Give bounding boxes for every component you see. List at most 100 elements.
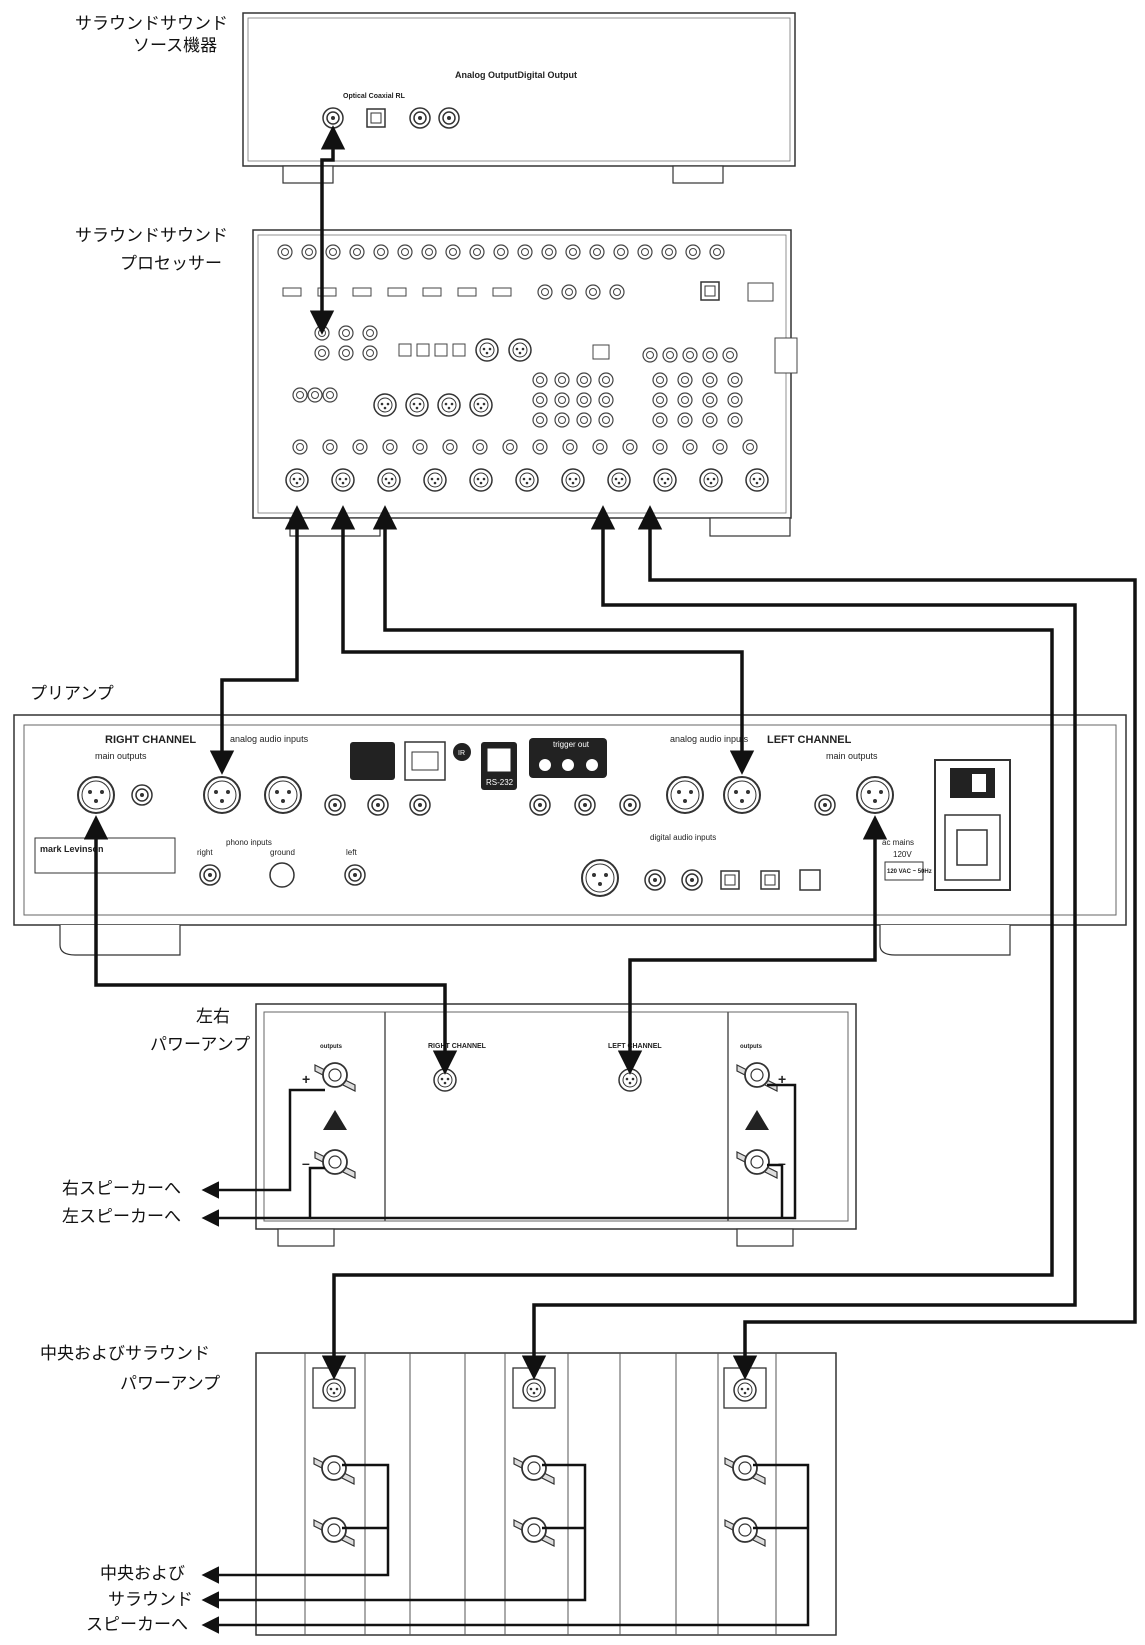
processor-rca-jack-28 [585,284,601,300]
processor-rca-jack-63 [598,412,614,428]
processor-rca-jack-42 [682,347,698,363]
processor-rca-jack-26 [537,284,553,300]
cable-preamp-left-out [617,815,888,1075]
processor-rca-jack-91 [742,439,758,455]
preamp-input-3-left-rca [619,794,641,816]
processor-rca-jack-86 [592,439,608,455]
processor-xlr-out-92 [285,468,309,492]
preamp-input-1-right-xlr [203,776,241,814]
source-output-header: Analog OutputDigital Output [455,70,577,80]
processor-rca-jack-4 [373,244,389,260]
source-analog-r-jack [409,107,431,129]
svg-text:120V: 120V [893,850,912,859]
svg-text:mark Levinson: mark Levinson [40,844,104,854]
processor-ethernet-port [747,282,774,302]
processor-rca-jack-64 [652,372,668,388]
preamp-label: プリアンプ [30,684,114,704]
svg-text:outputs: outputs [740,1044,763,1050]
processor-rca-jack-2 [325,244,341,260]
preamp: RIGHT CHANNEL LEFT CHANNEL analog audio … [13,714,1127,956]
cable-proc-surround-1 [521,505,1077,1380]
amp-left-channel-label: LEFT CHANNEL [608,1043,662,1050]
processor-rca-jack-83 [502,439,518,455]
processor-xlr-out-97 [515,468,539,492]
wire-left-speaker-b [310,1083,797,1220]
svg-text:IR: IR [458,750,465,757]
processor-rs232-port [592,344,610,360]
preamp-input-4-right-rca [367,794,389,816]
processor-rca-jack-49 [292,387,308,403]
processor [252,229,798,537]
svg-text:–: – [778,1155,786,1171]
processor-optical-port [700,281,720,301]
svg-text:ground: ground [270,848,295,857]
digital-input-2-coax [644,869,666,891]
processor-rca-jack-65 [677,372,693,388]
processor-rca-jack-10 [517,244,533,260]
preamp-input-1-left-xlr [723,776,761,814]
preamp-input-2-left-xlr [666,776,704,814]
source-analog-l-jack [438,107,460,129]
processor-rca-jack-76 [292,439,308,455]
svg-text:120 VAC ~ 50Hz: 120 VAC ~ 50Hz [887,869,932,875]
preamp-input-2-right-xlr [264,776,302,814]
processor-xlr-in-45 [373,393,397,417]
processor-rca-jack-60 [532,412,548,428]
processor-label-line1: サラウンドサウンド [75,226,228,246]
cable-proc-center [321,505,1054,1380]
processor-xlr-out-94 [377,468,401,492]
processor-hdmi-port-24 [457,287,477,297]
digital-input-6-usb [799,869,821,891]
processor-rca-jack-71 [727,392,743,408]
amp-left-input-xlr [618,1068,642,1092]
processor-xlr-out-100 [653,468,677,492]
processor-rca-jack-8 [469,244,485,260]
preamp-main-output-right-rca [131,784,153,806]
preamp-input-5-right-rca [409,794,431,816]
amp-right-input-xlr [433,1068,457,1092]
processor-rca-jack-14 [613,244,629,260]
wire-surround2-speaker [201,1463,810,1634]
preamp-main-output-left-xlr [856,776,894,814]
processor-rca-jack-7 [445,244,461,260]
processor-rca-jack-51 [322,387,338,403]
to-center-surround-label-line1: 中央および [100,1564,185,1584]
processor-rca-jack-53 [554,372,570,388]
processor-xlr-in-48 [469,393,493,417]
preamp-input-4-left-rca [574,794,596,816]
processor-rca-jack-79 [382,439,398,455]
processor-optical-input-36 [398,343,412,357]
processor-rca-jack-82 [472,439,488,455]
svg-text:–: – [302,1155,310,1171]
processor-rca-jack-32 [362,325,378,341]
center-input-xlr [322,1378,346,1402]
processor-rca-jack-9 [493,244,509,260]
svg-text:outputs: outputs [320,1044,343,1050]
processor-hdmi-port-22 [387,287,407,297]
svg-text:+: + [302,1071,310,1087]
source-device: Analog OutputDigital Output Optical Coax… [242,12,796,184]
processor-hdmi-port-19 [282,287,302,297]
processor-rca-jack-84 [532,439,548,455]
processor-hdmi-port-25 [492,287,512,297]
phono-left-jack [344,864,366,886]
processor-rca-jack-15 [637,244,653,260]
processor-rca-jack-81 [442,439,458,455]
surround2-input-xlr [733,1378,757,1402]
preamp-main-outputs-left-label: main outputs [826,751,878,761]
processor-rca-jack-6 [421,244,437,260]
processor-rca-jack-61 [554,412,570,428]
processor-rca-jack-1 [301,244,317,260]
svg-text:+: + [778,1071,786,1087]
processor-rca-jack-72 [652,412,668,428]
preamp-main-outputs-right-label: main outputs [95,751,147,761]
center-surround-amp-label-line1: 中央およびサラウンド [40,1344,210,1364]
digital-input-1-aes [581,859,619,897]
processor-xlr-out-96 [469,468,493,492]
processor-xlr-out-98 [561,468,585,492]
processor-rca-jack-56 [532,392,548,408]
lr-amp-label-line2: パワーアンプ [150,1035,251,1055]
cable-source-to-processor [309,125,346,335]
processor-ac-inlet [774,337,798,374]
cable-proc-surround-2 [637,505,1137,1380]
